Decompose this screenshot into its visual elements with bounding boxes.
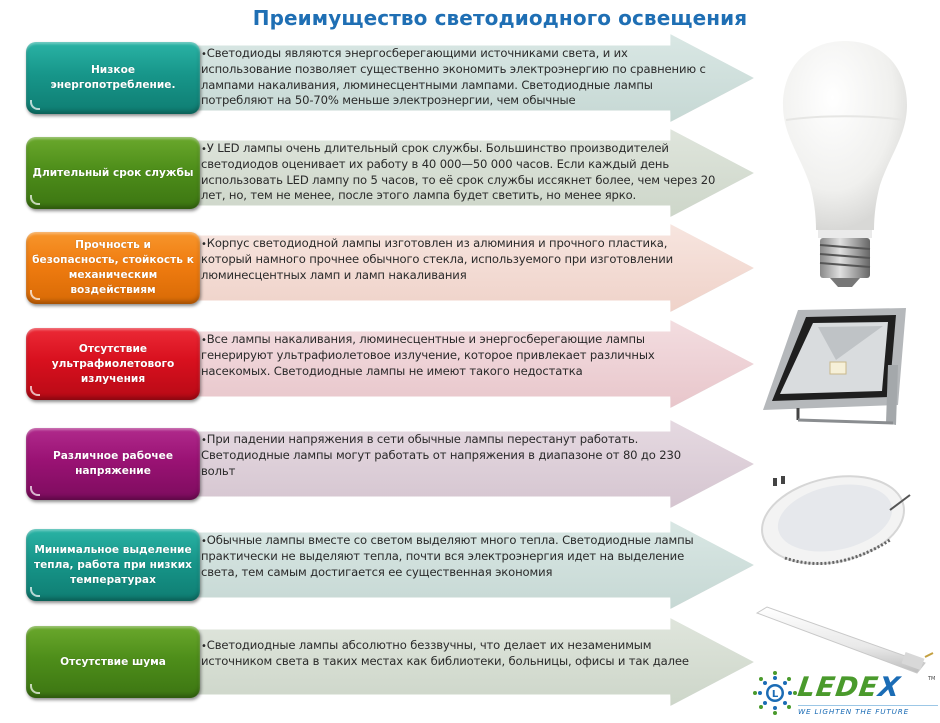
arrow-shape xyxy=(196,129,754,217)
arrow-shape xyxy=(196,521,754,609)
sun-emblem-icon: L xyxy=(753,671,797,715)
brand-tagline: WE LIGHTEN THE FUTURE xyxy=(798,705,938,716)
ledex-logo: L LEDEX TM WE LIGHTEN THE FUTURE xyxy=(752,668,940,723)
led-floodlight-icon xyxy=(763,308,906,425)
advantage-row-voltage: •При падении напряжения в сети обычные л… xyxy=(26,420,756,508)
arrow-shape xyxy=(196,420,754,508)
advantage-description: •Все лампы накаливания, люминесцентные и… xyxy=(201,332,655,378)
arrow-shape xyxy=(196,34,754,122)
advantage-label: Различное рабочее напряжение xyxy=(26,428,200,500)
advantage-description: •Обычные лампы вместе со светом выделяют… xyxy=(201,533,694,579)
advantage-label: Прочность и безопасность, стойкость к ме… xyxy=(26,232,200,304)
led-tube-icon xyxy=(755,606,934,674)
advantage-label: Минимальное выделение тепла, работа при … xyxy=(26,529,200,601)
advantage-row-no-uv: •Все лампы накаливания, люминесцентные и… xyxy=(26,320,756,408)
advantage-row-durability: •Корпус светодиодной лампы изготовлен из… xyxy=(26,224,756,312)
svg-text:L: L xyxy=(772,689,779,700)
arrow-shape xyxy=(196,618,754,706)
arrow-shape xyxy=(196,320,754,408)
advantage-description: •У LED лампы очень длительный срок служб… xyxy=(201,141,716,203)
advantage-row-lifetime: •У LED лампы очень длительный срок служб… xyxy=(26,129,756,217)
arrow-shape xyxy=(196,224,754,312)
advantage-label: Низкое энергопотребление. xyxy=(26,42,200,114)
trademark: TM xyxy=(928,676,936,682)
advantage-row-energy: •Светодиоды являются энергосберегающими … xyxy=(26,34,756,122)
led-bulb-icon xyxy=(783,41,907,287)
advantage-description: •При падении напряжения в сети обычные л… xyxy=(201,432,681,478)
advantage-row-low-heat: •Обычные лампы вместе со светом выделяют… xyxy=(26,521,756,609)
advantage-description: •Светодиодные лампы абсолютно беззвучны,… xyxy=(201,638,689,669)
advantage-description: •Светодиоды являются энергосберегающими … xyxy=(201,46,706,108)
advantage-label: Отсутствие шума xyxy=(26,626,200,698)
advantage-label: Длительный срок службы xyxy=(26,137,200,209)
advantage-description: •Корпус светодиодной лампы изготовлен из… xyxy=(201,236,673,282)
led-panel-icon xyxy=(761,475,911,565)
page-title: Преимущество светодиодного освещения xyxy=(252,6,748,30)
brand-name: LEDEX xyxy=(795,672,903,703)
advantage-row-silent: •Светодиодные лампы абсолютно беззвучны,… xyxy=(26,618,756,706)
product-images xyxy=(750,30,940,674)
advantage-label: Отсутствие ультрафиолетового излучения xyxy=(26,328,200,400)
